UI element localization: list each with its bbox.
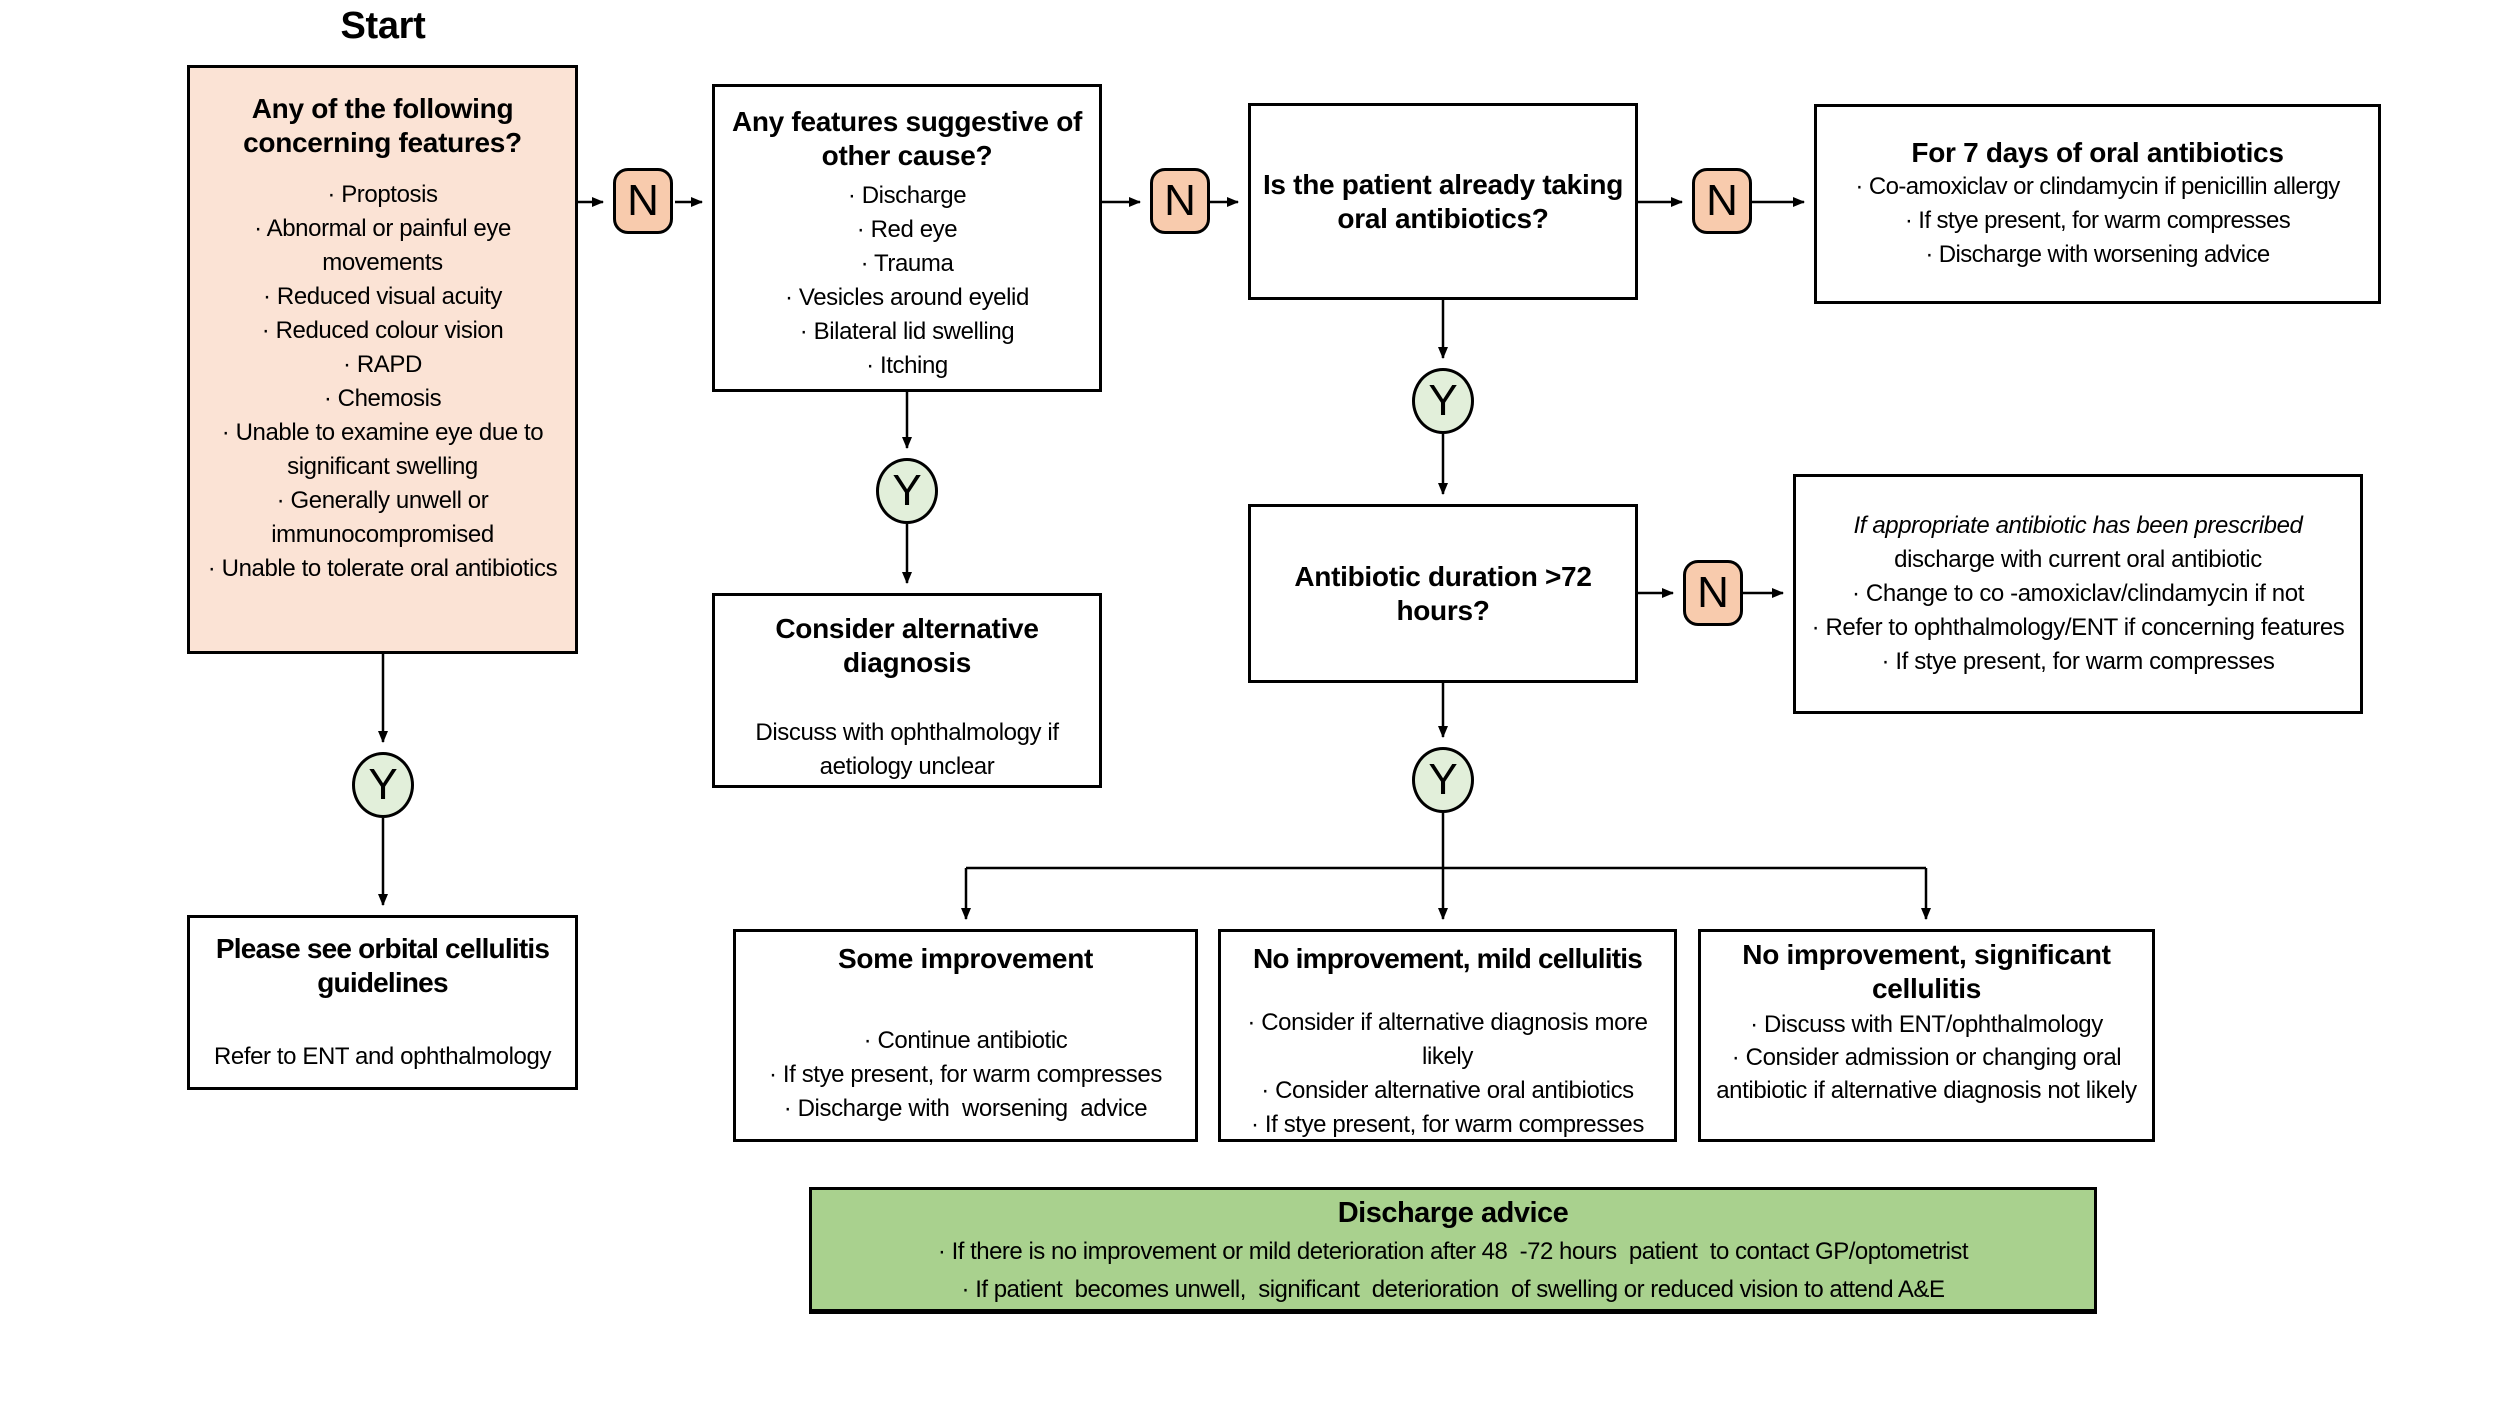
node-seven-days-antibiotics: For 7 days of oral antibiotics · Co-amox… (1814, 104, 2381, 304)
bullet-item: · If patient becomes unwell, significant… (961, 1276, 1945, 1303)
node-title: Some improvement (837, 943, 1094, 974)
badge-yes-2: Y (1412, 368, 1474, 434)
bullet-item: · Chemosis (323, 385, 442, 412)
bullet-item: · If stye present, for warm compresses (1881, 648, 2275, 675)
bullet-item: · Red eye (856, 216, 958, 243)
node-title: Consider alternative diagnosis (775, 613, 1039, 678)
bullet-item: · Abnormal or painful eye movements (254, 215, 518, 276)
bullet-list: · Discharge · Red eye · Trauma · Vesicles a… (723, 179, 1091, 383)
node-title: No improvement, mild cellulitis (1252, 943, 1643, 974)
badge-yes-3: Y (1412, 747, 1474, 813)
bullet-item: · Bilateral lid swelling (799, 318, 1015, 345)
badge-no-3: N (1692, 168, 1752, 234)
bullet-item: · Continue antibiotic (863, 1027, 1068, 1054)
bullet-list: · Continue antibiotic · If stye present, … (744, 1024, 1187, 1126)
bullet-item: · Refer to ophthalmology/ENT if concerni… (1811, 614, 2345, 641)
node-orbital-cellulitis: Please see orbital cellulitis guidelines… (187, 915, 578, 1090)
bullet-list: · Proptosis · Abnormal or painful eye mov… (198, 178, 567, 586)
node-antibiotic-duration: Antibiotic duration >72 hours? (1248, 504, 1638, 683)
bullet-item: · Unable to examine eye due to significa… (221, 419, 550, 480)
bullet-item: · Consider alternative oral antibiotics (1261, 1077, 1634, 1104)
badge-no-4: N (1683, 560, 1743, 626)
bullet-item: · Co-amoxiclav or clindamycin if penicil… (1855, 173, 2340, 200)
bullet-item: · Unable to tolerate oral antibiotics (207, 555, 558, 582)
bullet-item: · Itching (866, 352, 948, 379)
node-title: For 7 days of oral antibiotics (1911, 137, 2284, 168)
bullet-list: · Discuss with ENT/ophthalmology · Consid… (1709, 1008, 2144, 1107)
bullet-item: · If stye present, for warm compresses (1251, 1111, 1644, 1138)
node-concerning-features: Any of the following concerning features… (187, 65, 578, 654)
node-title: No improvement, significant cellulitis (1742, 939, 2111, 1004)
bullet-list: · Co-amoxiclav or clindamycin if penicil… (1825, 170, 2370, 272)
bullet-item: · Reduced visual acuity (263, 283, 502, 310)
bullet-item: · Reduced colour vision (261, 317, 504, 344)
node-title: Antibiotic duration >72 hours? (1294, 560, 1592, 626)
start-label: Start (340, 5, 426, 47)
node-title: Any of the following concerning features… (243, 93, 522, 158)
bullet-item: · If there is no improvement or mild det… (937, 1238, 1969, 1265)
node-heading-italic: If appropriate antibiotic has been presc… (1853, 512, 2303, 539)
node-no-improvement-mild: No improvement, mild cellulitis · Consid… (1218, 929, 1677, 1142)
bullet-item: · Consider if alternative diagnosis more… (1247, 1009, 1654, 1070)
node-other-cause: Any features suggestive of other cause? … (712, 84, 1102, 392)
bullet-item: · Generally unwell or immunocompromised (271, 487, 495, 548)
bullet-item: · Vesicles around eyelid (785, 284, 1029, 311)
bullet-item: · Discharge (847, 182, 967, 209)
node-discharge-advice: Discharge advice · If there is no improv… (809, 1187, 2097, 1314)
node-body: Refer to ENT and ophthalmology (213, 1043, 552, 1070)
node-no-improvement-significant: No improvement, significant cellulitis ·… (1698, 929, 2155, 1142)
node-title: Is the patient already taking oral antib… (1262, 168, 1624, 234)
bullet-item: · Discuss with ENT/ophthalmology (1750, 1011, 2103, 1038)
bullet-item: · Consider admission or changing oral an… (1716, 1044, 2137, 1104)
node-alternative-diagnosis: Consider alternative diagnosis Discuss w… (712, 593, 1102, 788)
bullet-item: · Trauma (860, 250, 954, 277)
bullet-item: · Change to co -amoxiclav/clindamycin if… (1852, 580, 2304, 607)
bullet-item: · If stye present, for warm compresses (769, 1061, 1162, 1088)
node-body: Discuss with ophthalmology if aetiology … (755, 719, 1059, 780)
node-some-improvement: Some improvement · Continue antibiotic· … (733, 929, 1198, 1142)
node-title: Any features suggestive of other cause? (731, 106, 1083, 171)
bullet-item: · Proptosis (327, 181, 438, 208)
bullet-list: · Change to co -amoxiclav/clindamycin if… (1804, 577, 2352, 679)
bullet-item: · RAPD (343, 351, 422, 378)
node-appropriate-antibiotic: If appropriate antibiotic has been presc… (1793, 474, 2363, 714)
node-heading-rest: discharge with current oral antibiotic (1894, 546, 2262, 573)
bullet-item: · If stye present, for warm compresses (1904, 207, 2291, 234)
node-title: Please see orbital cellulitis guidelines (215, 933, 550, 998)
bullet-item: · Discharge with worsening advice (1925, 241, 2270, 268)
node-title: Discharge advice (1337, 1197, 1569, 1229)
bullet-list: · Consider if alternative diagnosis more… (1229, 1006, 1666, 1142)
badge-yes-1: Y (876, 458, 938, 524)
bullet-item: · Discharge with worsening advice (783, 1095, 1148, 1122)
badge-no-1: N (613, 168, 673, 234)
bullet-list: · If there is no improvement or mild det… (820, 1233, 2086, 1309)
badge-yes-4: Y (352, 752, 414, 818)
badge-no-2: N (1150, 168, 1210, 234)
node-taking-antibiotics: Is the patient already taking oral antib… (1248, 103, 1638, 300)
